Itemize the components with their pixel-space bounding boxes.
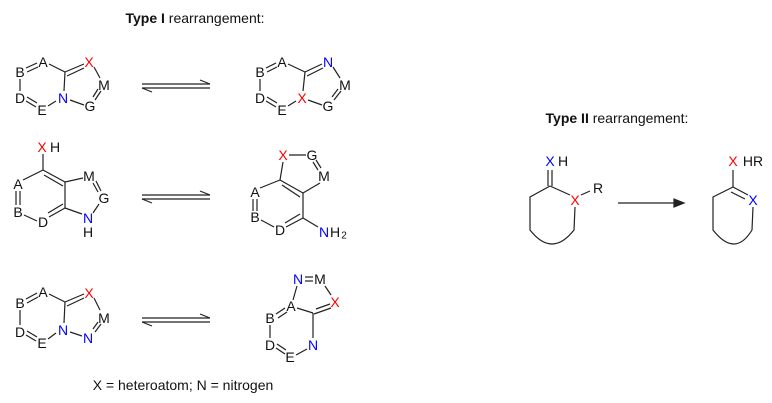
atom-label: A [38,284,48,300]
atom-label: G [85,98,96,114]
atom-label: M [318,168,330,184]
atom-label: D [265,337,275,353]
atom-label: X [330,294,340,310]
title-part: rearrangement: [165,10,265,26]
atom-label: B [15,64,24,80]
atom-label: A [286,298,296,314]
equilibrium-arrow-1 [141,79,211,93]
type1-title: Type I rearrangement: [125,10,264,26]
atom-label: N [83,330,93,346]
title-part: rearrangement: [589,110,689,126]
atom-label: E [37,102,46,118]
atom-label: E [277,102,286,118]
structure-2-right: X G M A B D N H 2 [250,147,347,242]
atom-label: M [98,310,110,326]
structure-3-right: N M X A B D E N [265,271,340,365]
title-part: Type II [546,110,589,126]
atom-label: M [83,168,95,184]
atom-label: G [323,98,334,114]
atom-label: B [265,310,274,326]
atom-label: N [293,271,303,287]
atom-label: B [255,64,264,80]
atom-label: B [13,204,22,220]
atom-label: H [330,224,340,240]
atom-label: E [285,349,294,365]
type2-product: X HR X [712,153,763,245]
structure-2-left: X H M G N H A B D [13,139,109,240]
atom-label: M [314,271,326,287]
atom-label: A [250,184,260,200]
atom-label: B [250,209,259,225]
atom-label: A [38,54,48,70]
atom-label: HR [743,153,763,169]
atom-label: H [50,139,60,155]
atom-label: B [15,295,24,311]
atom-label: X [84,285,94,301]
atom-label: X [570,192,580,208]
atom-label: G [307,147,318,163]
equilibrium-arrow-3 [141,313,211,327]
structure-1-left: B A X M N G E D [15,54,110,118]
atom-label: N [58,322,68,338]
atom-label: X [297,90,307,106]
atom-label: N [58,90,68,106]
atom-label: N [83,210,93,226]
atom-label: D [275,222,285,238]
atom-label: D [255,90,265,106]
atom-label: N [323,54,333,70]
structure-3-left: B A X M N N E D [15,284,110,351]
atom-label: G [99,190,110,206]
atom-label: A [13,176,23,192]
atom-label: D [38,214,48,230]
atom-label: E [37,335,46,351]
legend-caption: X = heteroatom; N = nitrogen [93,377,274,393]
atom-label: D [15,90,25,106]
atom-label: X [278,147,288,163]
title-part: Type I [125,10,164,26]
atom-label: M [98,77,110,93]
atom-label: H [83,224,93,240]
atom-label: X [748,192,758,208]
type2-reactant: X H X R [529,153,603,245]
atom-label: X [545,153,555,169]
equilibrium-arrow-2 [141,190,211,204]
atom-label: X [728,153,738,169]
atom-label: A [277,54,287,70]
atom-label: H [558,153,568,169]
atom-label: X [84,54,94,70]
reaction-arrow [618,198,686,208]
atom-label: 2 [341,231,347,242]
atom-label: N [308,337,318,353]
type2-title: Type II rearrangement: [546,110,689,126]
structure-1-right: B A N M X G E D [255,54,351,118]
atom-label: M [339,77,351,93]
atom-label: D [15,324,25,340]
atom-label: X [37,139,47,155]
atom-label: R [593,180,603,196]
atom-label: N [319,224,329,240]
